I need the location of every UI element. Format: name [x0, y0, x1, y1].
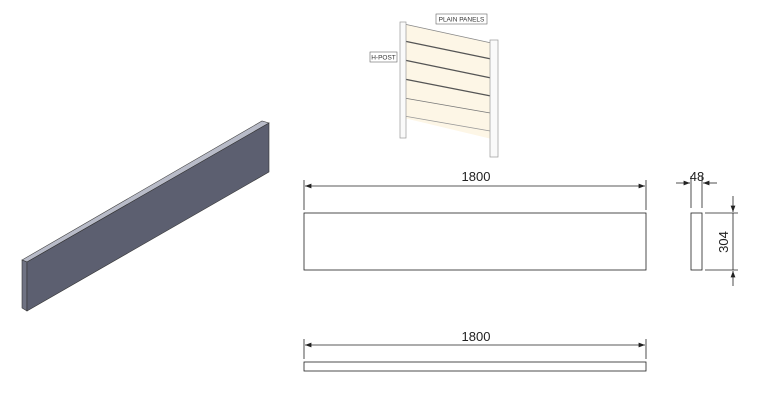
side-thickness-dimension: 48	[690, 169, 704, 184]
fence-panels	[404, 24, 496, 140]
side-view-outline	[690, 212, 703, 271]
side-view	[676, 176, 738, 286]
bottom-view	[303, 339, 647, 372]
front-length-dimension: 1800	[462, 169, 491, 184]
h-post-label: H-POST	[371, 55, 396, 62]
front-view-outline	[303, 212, 647, 271]
bottom-length-dimension: 1800	[462, 329, 491, 344]
isometric-panel	[21, 120, 270, 312]
left-h-post	[399, 21, 407, 139]
front-view	[303, 180, 647, 271]
right-h-post	[489, 39, 499, 158]
plain-panels-label: PLAIN PANELS	[439, 17, 485, 24]
bottom-view-outline	[303, 361, 647, 372]
panel-side-face	[21, 259, 28, 312]
fence-illustration: PLAIN PANELS H-POST	[369, 13, 499, 158]
panel-front-face	[26, 122, 270, 312]
side-height-dimension: 304	[716, 231, 731, 253]
